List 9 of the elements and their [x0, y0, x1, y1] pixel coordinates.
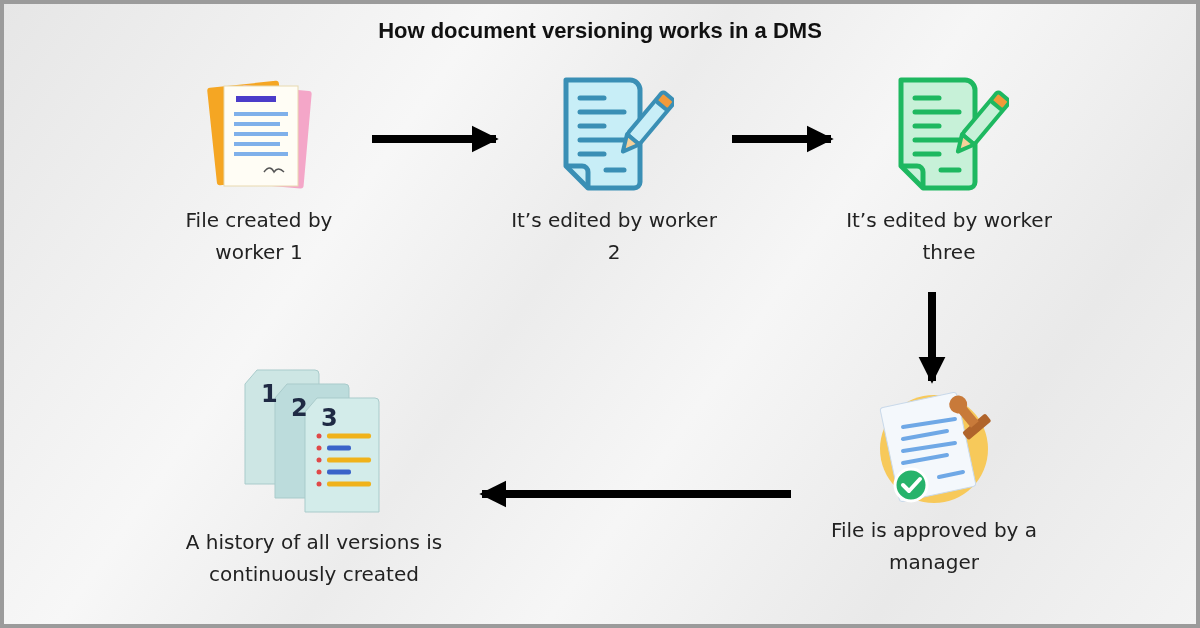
version-number: 3: [321, 404, 338, 432]
step-caption: File is approved by a manager: [829, 517, 1039, 576]
step-caption: File created by worker 1: [184, 207, 334, 266]
version-number: 1: [261, 380, 278, 408]
step-caption: A history of all versions is continuously created: [184, 529, 444, 588]
version-number: 2: [291, 394, 308, 422]
title: How document versioning works in a DMS: [377, 18, 823, 44]
step-caption: It’s edited by worker 2: [510, 207, 718, 266]
step-caption: It’s edited by worker three: [845, 207, 1053, 266]
